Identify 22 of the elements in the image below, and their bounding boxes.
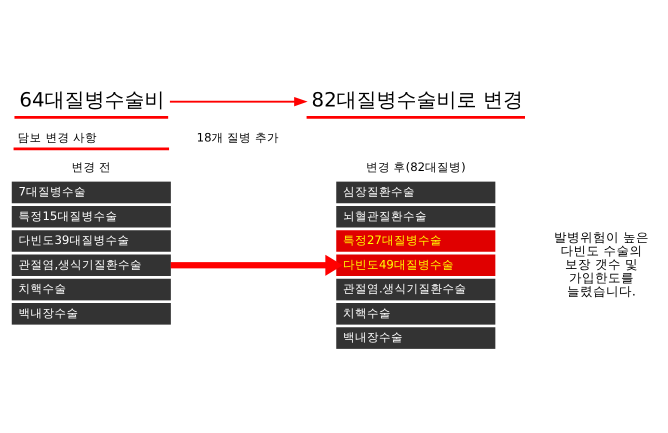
node-box: 다빈도39대질병수술	[12, 230, 171, 252]
node-box: 뇌혈관질환수술	[336, 206, 496, 228]
node-box: 치핵수술	[336, 303, 496, 325]
node-box: 백내장수술	[12, 303, 171, 325]
node-box: 백내장수술	[336, 327, 496, 349]
node-box: 관절염,생식기질환수술	[12, 254, 171, 276]
node-box: 다빈도49대질병수술	[336, 254, 496, 276]
label: 담보 변경 사항	[18, 130, 98, 145]
label: 18개 질병 추가	[196, 130, 279, 145]
label: 발병위험이 높은 다빈도 수술의 보장 갯수 및 가입한도를 늘렸습니다.	[554, 230, 649, 299]
node-box: 특정27대질병수술	[336, 230, 496, 252]
node-box: 심장질환수술	[336, 182, 496, 204]
node-text: 82대질병수술비로 변경	[312, 88, 523, 112]
node-box: 7대질병수술	[12, 182, 171, 204]
arrow	[170, 96, 308, 106]
node-box: 관절염.생식기질환수술	[336, 278, 496, 300]
node-box: 치핵수술	[12, 278, 171, 300]
node-text: 64대질병수술비	[19, 88, 165, 112]
arrow	[170, 254, 343, 276]
label: 변경 후(82대질병)	[366, 160, 466, 174]
node-box: 특정15대질병수술	[12, 206, 171, 228]
label: 변경 전	[71, 160, 112, 174]
